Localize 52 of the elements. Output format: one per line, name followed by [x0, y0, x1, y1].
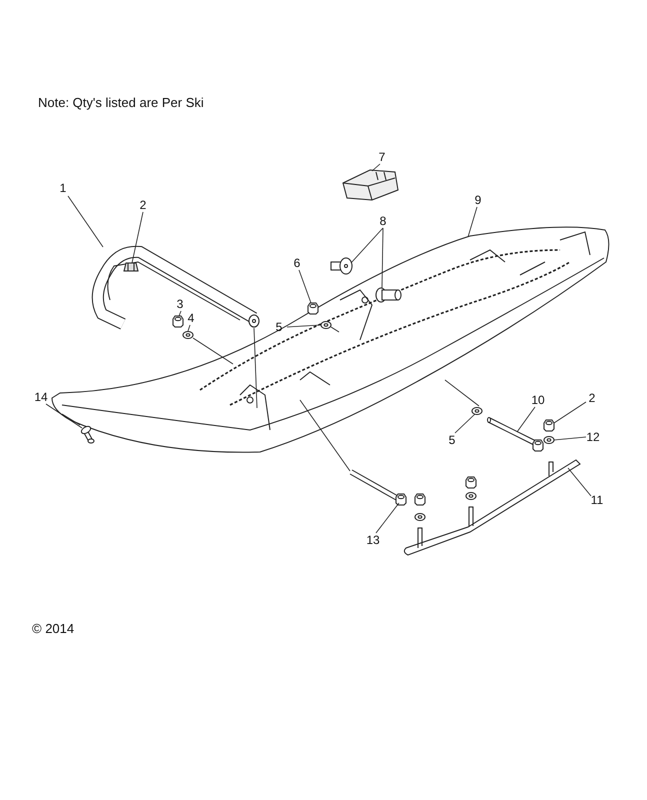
ski-drawing [52, 226, 610, 453]
leader-line [376, 502, 400, 534]
bolt-drawing [350, 470, 406, 506]
washer-drawing [472, 407, 482, 415]
leader-line [568, 468, 592, 496]
leader-line [382, 228, 384, 288]
note-text: Note: Qty's listed are Per Ski [38, 96, 204, 109]
bolt-drawing [487, 417, 544, 452]
callout-number: 13 [364, 534, 382, 546]
callout-number: 3 [171, 298, 189, 310]
callout-number: 2 [583, 392, 601, 404]
nut-drawing [308, 302, 318, 314]
pad-drawing [342, 170, 399, 200]
leader-line [454, 414, 476, 434]
copyright-text: © 2014 [32, 622, 74, 635]
assembly-line [192, 338, 234, 364]
callout-number: 9 [469, 194, 487, 206]
callout-number: 8 [374, 215, 392, 227]
assembly-line [444, 380, 480, 406]
callout-number: 10 [529, 394, 547, 406]
leader-line [178, 310, 182, 316]
leader-line [46, 404, 82, 428]
callout-number: 1 [54, 182, 72, 194]
ski-loop-drawing [92, 246, 260, 330]
callout-number: 6 [288, 257, 306, 269]
leader-line [298, 270, 312, 304]
leader-line [554, 436, 586, 440]
callout-number: 14 [32, 391, 50, 403]
callout-number: 7 [373, 151, 391, 163]
leader-line [468, 206, 478, 238]
assembly-line [330, 326, 340, 332]
bolt-drawing [330, 258, 352, 274]
assembly-line [62, 414, 80, 426]
washer-drawing [544, 436, 554, 444]
callout-number: 5 [443, 434, 461, 446]
leader-line [132, 212, 144, 264]
leader-line [188, 324, 190, 332]
runner-bar-drawing [404, 460, 580, 556]
washer-drawing [182, 331, 194, 339]
bolt-drawing [80, 426, 94, 444]
nut-drawing [544, 420, 554, 432]
callout-number: 12 [584, 431, 602, 443]
callout-number: 11 [588, 494, 606, 506]
leader-line [350, 228, 384, 264]
callout-number: 4 [182, 312, 200, 324]
leader-line [68, 196, 104, 248]
assembly-line [254, 328, 258, 408]
callout-number: 2 [134, 199, 152, 211]
leader-line [516, 406, 536, 432]
leader-line [372, 164, 380, 172]
assembly-line [300, 400, 350, 472]
leader-line [554, 402, 586, 424]
